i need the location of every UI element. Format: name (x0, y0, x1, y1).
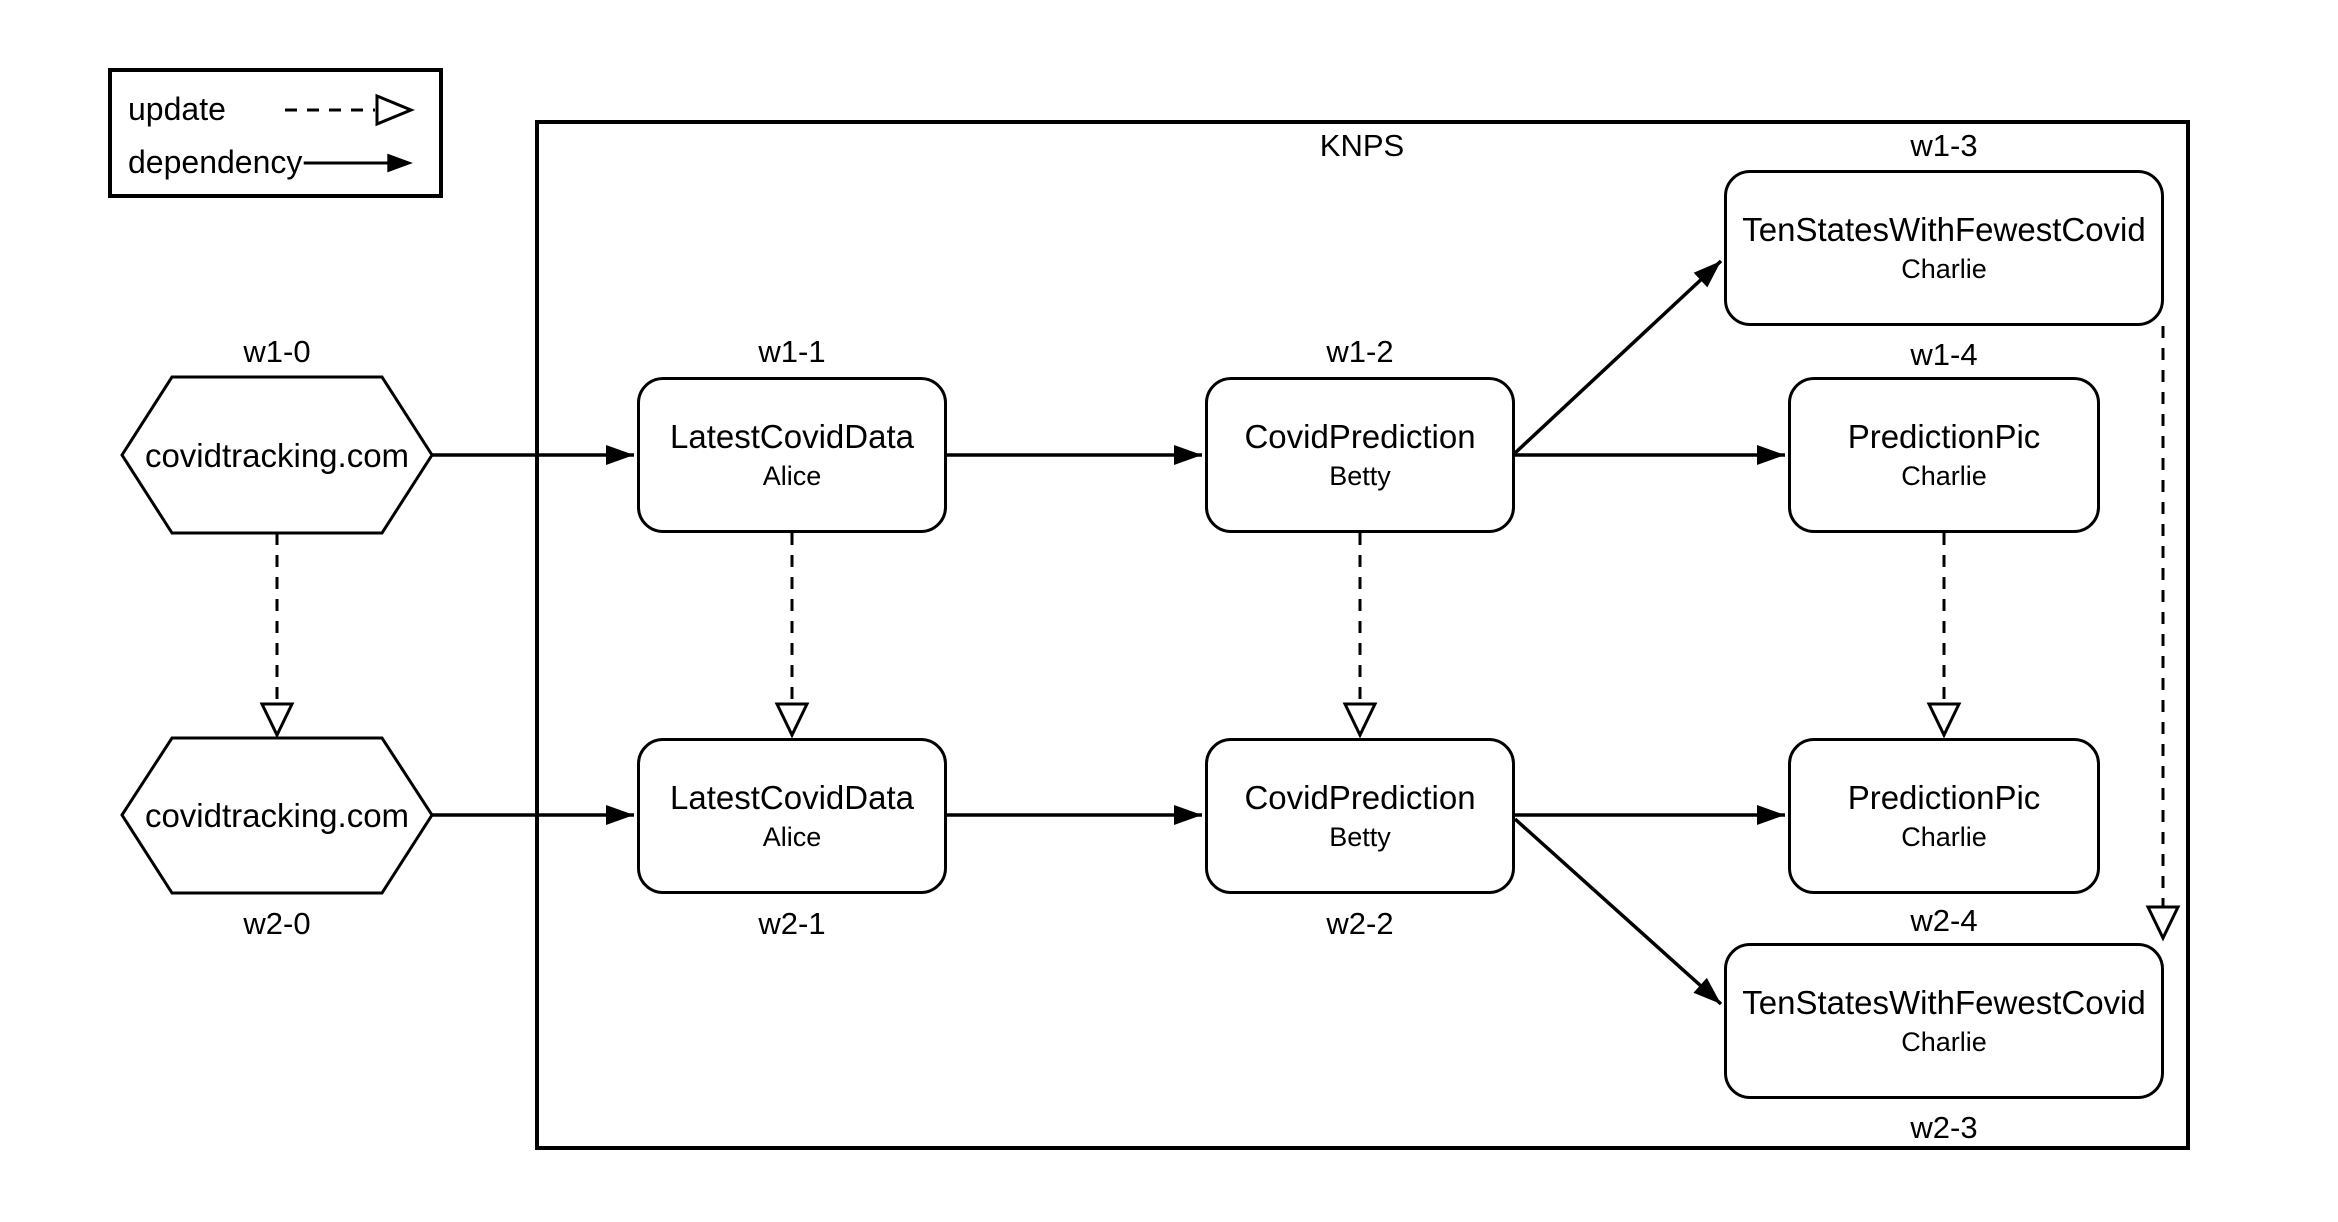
node-owner: Betty (1329, 821, 1391, 852)
node-w2-3: TenStatesWithFewestCovid Charlie (1724, 943, 2164, 1099)
node-tag-w2-1: w2-1 (758, 906, 826, 941)
node-tag-w1-2: w1-2 (1326, 334, 1394, 369)
node-owner: Charlie (1901, 1026, 1987, 1057)
node-title: TenStatesWithFewestCovid (1742, 984, 2146, 1021)
knps-container-box (535, 120, 2190, 1150)
node-tag-w2-2: w2-2 (1326, 906, 1394, 941)
node-w1-2: CovidPrediction Betty (1205, 377, 1515, 533)
node-title: PredictionPic (1847, 418, 2041, 455)
node-w1-1: LatestCovidData Alice (637, 377, 947, 533)
node-owner: Betty (1329, 460, 1391, 491)
node-title: LatestCovidData (670, 418, 914, 455)
node-title-w1-0: covidtracking.com (144, 437, 410, 474)
node-w2-2: CovidPrediction Betty (1205, 738, 1515, 894)
node-owner: Charlie (1901, 460, 1987, 491)
node-tag-w2-0: w2-0 (243, 906, 311, 941)
node-w2-4: PredictionPic Charlie (1788, 738, 2100, 894)
node-tag-w1-1: w1-1 (758, 334, 826, 369)
legend-update-label: update (128, 91, 226, 127)
node-owner: Charlie (1901, 253, 1987, 284)
dependency-arrow-icon (304, 153, 414, 172)
node-owner: Charlie (1901, 821, 1987, 852)
node-title-w2-0: covidtracking.com (144, 797, 410, 834)
node-owner: Alice (762, 460, 822, 491)
legend-row-dependency: dependency (128, 144, 415, 181)
dependency-edge-w2-2-w2-3 (1513, 817, 1723, 1006)
update-arrow-icon (285, 93, 415, 126)
legend: update dependency (108, 68, 443, 198)
node-title: TenStatesWithFewestCovid (1742, 211, 2146, 248)
node-title: CovidPrediction (1244, 779, 1476, 816)
dependency-edge-w1-2-w1-3 (1513, 259, 1723, 455)
node-title: CovidPrediction (1244, 418, 1476, 455)
node-tag-w1-3: w1-3 (1910, 128, 1978, 163)
node-tag-w2-3: w2-3 (1910, 1110, 1978, 1145)
legend-row-update: update (128, 91, 415, 128)
node-w1-3: TenStatesWithFewestCovid Charlie (1724, 170, 2164, 326)
node-w2-1: LatestCovidData Alice (637, 738, 947, 894)
node-owner: Alice (762, 821, 822, 852)
node-title: PredictionPic (1847, 779, 2041, 816)
knps-container-label: KNPS (1319, 128, 1405, 163)
node-tag-w1-0: w1-0 (243, 334, 311, 369)
node-tag-w1-4: w1-4 (1910, 337, 1978, 372)
node-tag-w2-4: w2-4 (1910, 903, 1978, 938)
node-w1-4: PredictionPic Charlie (1788, 377, 2100, 533)
legend-dependency-label: dependency (128, 144, 303, 180)
node-title: LatestCovidData (670, 779, 914, 816)
